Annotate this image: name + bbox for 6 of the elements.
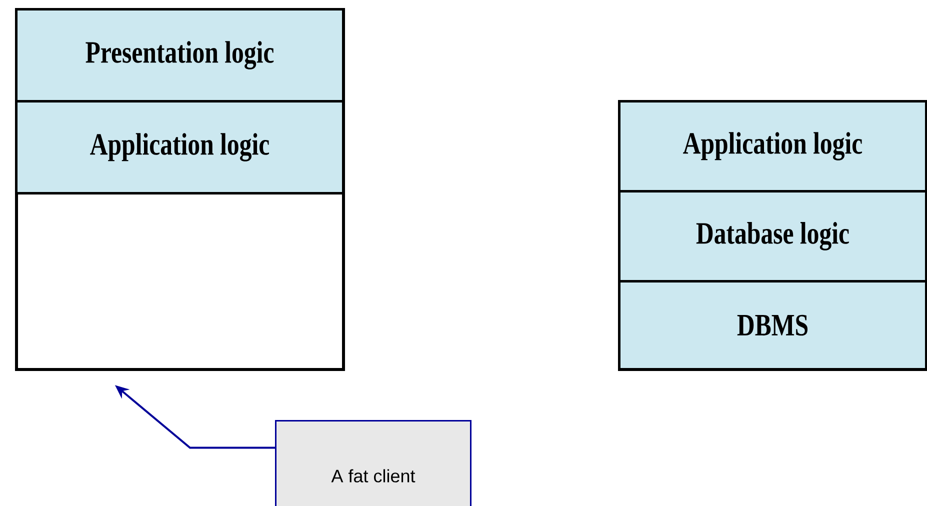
layer-band: Application logic — [618, 100, 927, 192]
layer-band: Database logic — [618, 190, 927, 282]
layer-band: DBMS — [618, 280, 927, 370]
layer-band: Application logic — [15, 100, 344, 194]
layer-band: Presentation logic — [15, 8, 344, 102]
callout-box: A fat client — [275, 420, 472, 506]
